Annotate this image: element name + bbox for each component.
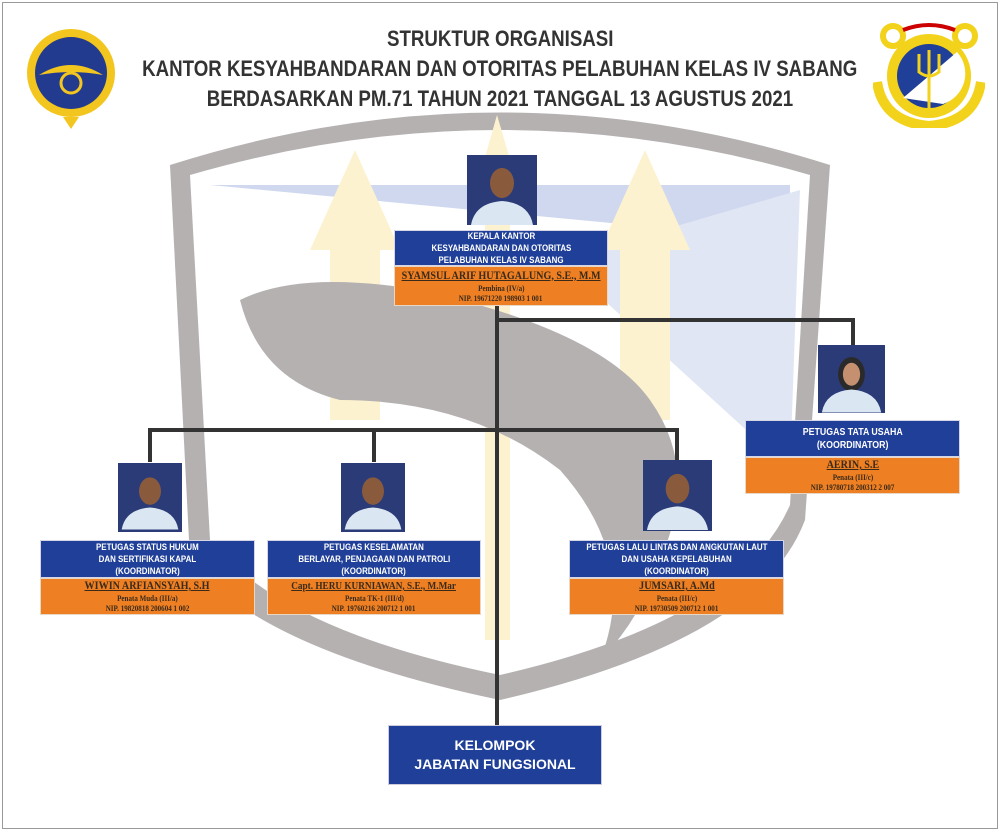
position-title: KEPALA KANTOR (467, 231, 535, 241)
official-name: AERIN, S.E (826, 459, 879, 471)
position-title: PETUGAS LALU LINTAS DAN ANGKUTAN LAUT (585, 542, 768, 552)
official-nip: NIP. 19780718 200312 2 007 (810, 483, 895, 492)
official-nip: NIP. 19760216 200712 1 001 (332, 604, 416, 613)
photo-unit-2 (341, 463, 405, 532)
position-title: (KOORDINATOR) (341, 566, 407, 576)
position-title: DAN SERTIFIKASI KAPAL (98, 554, 197, 564)
official-name: JUMSARI, A.Md (638, 580, 715, 592)
position-title: KESYAHBANDARAN DAN OTORITAS (431, 243, 571, 253)
position-title: (KOORDINATOR) (644, 566, 709, 576)
position-title: PELABUHAN KELAS IV SABANG (438, 255, 564, 265)
photo-unit-3 (643, 460, 712, 531)
official-rank: Penata (III/c) (832, 473, 873, 482)
connector-tata-usaha-h (495, 318, 855, 322)
fungsional-line-1: KELOMPOK (454, 737, 536, 753)
title-text: STRUKTUR ORGANISASI (386, 26, 614, 51)
connector-tata-usaha-v (851, 318, 855, 346)
official-rank: Pembina (IV/a) (477, 283, 525, 293)
photo-unit-1 (118, 463, 182, 532)
photo-tata-usaha (818, 345, 885, 413)
position-title: BERLAYAR, PENJAGAAN DAN PATROLI (298, 554, 450, 564)
official-rank: Penata (III/c) (656, 594, 697, 603)
position-title: PETUGAS KESELAMATAN (323, 542, 425, 552)
official-name: WIWIN ARFIANSYAH, S.H (84, 580, 211, 592)
title-line-2: KANTOR KESYAHBANDARAN DAN OTORITAS PELAB… (0, 56, 1000, 82)
ministry-logo (27, 29, 115, 129)
title-text: KANTOR KESYAHBANDARAN DAN OTORITAS PELAB… (142, 56, 858, 81)
official-rank: Penata Muda (III/a) (117, 594, 178, 603)
official-name: Capt. HERU KURNIAWAN, S.E., M.Mar (291, 581, 457, 592)
title-text: BERDASARKAN PM.71 TAHUN 2021 TANGGAL 13 … (206, 86, 794, 111)
box-tata-usaha: PETUGAS TATA USAHA(KOORDINATOR) AERIN, S… (745, 420, 960, 494)
position-title: PETUGAS STATUS HUKUM (96, 542, 199, 552)
dharma-jala-logo (873, 23, 985, 128)
fungsional-line-2: JABATAN FUNGSIONAL (414, 756, 576, 772)
title-line-1: STRUKTUR ORGANISASI (0, 26, 1000, 52)
official-rank: Penata TK-1 (III/d) (344, 594, 404, 603)
position-title: (KOORDINATOR) (816, 439, 889, 451)
official-nip: NIP. 19730509 200712 1 001 (634, 604, 719, 613)
box-kepala-kantor: KEPALA KANTOR KESYAHBANDARAN DAN OTORITAS… (394, 230, 608, 306)
official-name: SYAMSUL ARIF HUTAGALUNG, S.E., M.M (401, 269, 601, 282)
title-line-3: BERDASARKAN PM.71 TAHUN 2021 TANGGAL 13 … (0, 86, 1000, 112)
box-unit-3: PETUGAS LALU LINTAS DAN ANGKUTAN LAUT DAN… (569, 540, 784, 615)
box-jabatan-fungsional: KELOMPOK JABATAN FUNGSIONAL (388, 725, 602, 785)
position-title: (KOORDINATOR) (115, 566, 180, 576)
position-title: DAN USAHA KEPELABUHAN (621, 554, 732, 564)
connector-units-h (148, 428, 679, 432)
official-nip: NIP. 19671220 198903 1 001 (459, 293, 543, 303)
box-unit-1: PETUGAS STATUS HUKUM DAN SERTIFIKASI KAPA… (40, 540, 255, 615)
connector-unit-2 (372, 428, 376, 462)
connector-unit-1 (148, 428, 152, 462)
box-unit-2: PETUGAS KESELAMATAN BERLAYAR, PENJAGAAN D… (267, 540, 481, 615)
official-nip: NIP. 19820818 200604 1 002 (105, 604, 190, 613)
position-title: PETUGAS TATA USAHA (802, 426, 903, 438)
connector-main (495, 305, 499, 725)
photo-kepala-kantor (467, 155, 537, 225)
connector-unit-3 (675, 428, 679, 460)
